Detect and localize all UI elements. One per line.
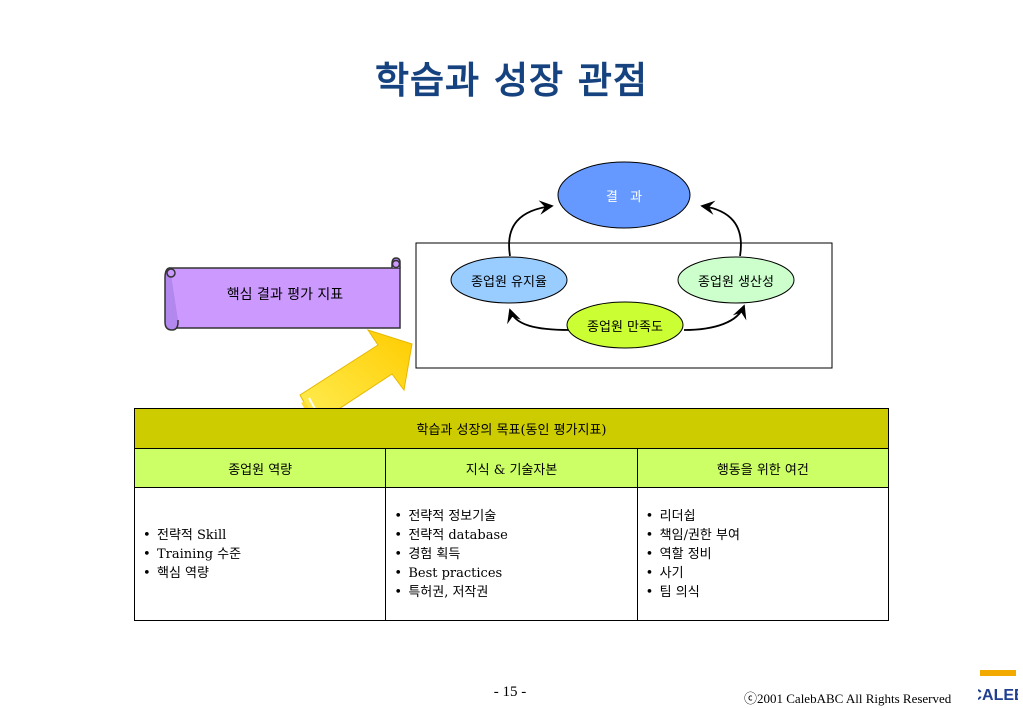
logo-text: CALEB [978,687,1018,704]
copyright-text: ⓒ2001 CalebABC All Rights Reserved [744,691,952,706]
list-item: 전략적 database [394,526,636,545]
list-item: 핵심 역량 [143,564,385,583]
satisfaction-node [566,301,684,349]
productivity-node [677,256,795,304]
page-number: - 15 - [493,684,527,700]
conditions-cell: 리더쉽 책임/권한 부여 역할 정비 사기 팀 의식 [636,487,890,621]
list-item: 리더쉽 [646,507,888,526]
retention-node [450,256,568,304]
satisfaction-to-retention-arrow [507,308,571,331]
satisfaction-to-productivity-arrow [683,304,747,331]
list-item: 사기 [646,564,888,583]
column-header-knowledge: 지식 & 기술자본 [385,448,638,488]
column-header-conditions: 행동을 위한 여건 [636,448,890,488]
competency-list: 전략적 Skill Training 수준 핵심 역량 [135,526,385,583]
retention-to-result-arrow [508,200,554,257]
list-item: Best practices [394,564,636,583]
diagram-frame [415,242,833,369]
scroll-banner [164,257,401,331]
list-item: 팀 의식 [646,583,888,602]
table-header: 학습과 성장의 목표(동인 평가지표) [134,408,889,449]
list-item: 책임/권한 부여 [646,526,888,545]
knowledge-cell: 전략적 정보기술 전략적 database 경험 획득 Best practic… [385,487,638,621]
slide-title: 학습과 성장 관점 [374,59,649,102]
list-item: 경험 획득 [394,545,636,564]
column-header-competency: 종업원 역량 [133,448,387,488]
caleb-logo-icon: CALEB [978,670,1018,704]
list-item: 전략적 Skill [143,526,385,545]
list-item: 특허권, 저작권 [394,583,636,602]
result-label: 결 과 [605,190,643,205]
list-item: 전략적 정보기술 [394,507,636,526]
knowledge-list: 전략적 정보기술 전략적 database 경험 획득 Best practic… [386,507,636,602]
productivity-label: 종업원 생산성 [698,275,774,290]
conditions-list: 리더쉽 책임/권한 부여 역할 정비 사기 팀 의식 [638,507,888,602]
productivity-to-result-arrow [700,200,742,257]
scroll-label: 핵심 결과 평가 지표 [226,287,344,303]
competency-cell: 전략적 Skill Training 수준 핵심 역량 [133,487,387,621]
goals-table: 학습과 성장의 목표(동인 평가지표) 종업원 역량 지식 & 기술자본 행동을… [133,408,890,621]
result-node [557,161,691,229]
list-item: Training 수준 [143,545,385,564]
satisfaction-label: 종업원 만족도 [587,320,663,335]
retention-label: 종업원 유지율 [471,275,547,290]
list-item: 역할 정비 [646,545,888,564]
